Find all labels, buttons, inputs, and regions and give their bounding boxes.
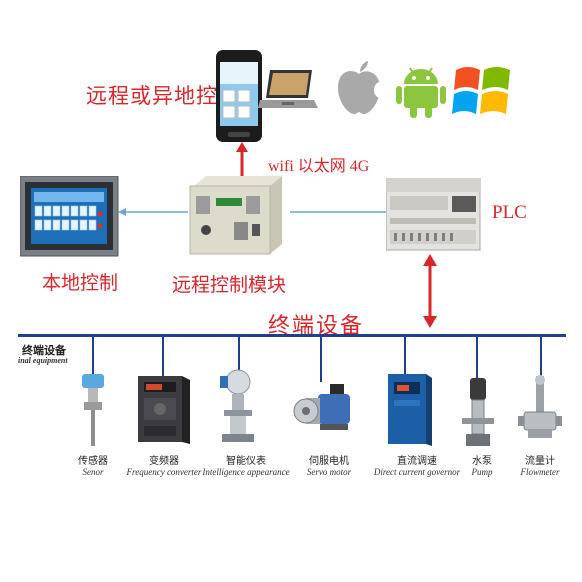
device-name-en: Frequency converter	[126, 467, 202, 477]
device-name-cn: 传感器	[78, 456, 108, 467]
device-name-en: Intelligence appearance	[202, 467, 290, 477]
local-control-label: 本地控制	[42, 272, 119, 294]
device-name-en: Senor	[82, 467, 104, 477]
frequency-converter-icon	[138, 376, 190, 444]
drop-line	[238, 336, 240, 376]
remote-module-icon	[189, 176, 282, 255]
device-name-cn: 水泵	[472, 456, 492, 467]
apple-logo-icon	[338, 61, 382, 114]
device-label-frequency-converter: 变频器 Frequency converter	[114, 456, 214, 478]
device-name-cn: 直流调速	[397, 456, 437, 467]
device-name-cn: 流量计	[525, 456, 555, 467]
smart-instrument-icon	[220, 369, 254, 442]
device-name-en: Direct current governor	[373, 467, 461, 477]
drop-line	[404, 336, 406, 374]
sensor-icon	[82, 374, 104, 446]
drop-line	[320, 336, 322, 382]
remote-module-label: 远程控制模块	[172, 274, 287, 296]
plc-icon	[386, 178, 481, 251]
device-name-en: Servo motor	[306, 467, 352, 477]
device-name-cn: 变频器	[149, 456, 179, 467]
pump-icon	[462, 378, 494, 446]
device-label-intelligence-appearance: 智能仪表 Intelligence appearance	[196, 456, 296, 478]
windows-logo-icon	[452, 67, 510, 114]
device-name-cn: 智能仪表	[226, 456, 266, 467]
flowmeter-icon	[518, 375, 562, 438]
plc-label: PLC	[492, 202, 527, 223]
plc-bus-arrow	[423, 254, 437, 328]
bus-label-cn: 终端设备	[22, 344, 66, 357]
field-bus-line	[18, 334, 566, 337]
device-label-pump: 水泵 Pump	[460, 456, 504, 478]
android-logo-icon	[396, 67, 446, 118]
device-label-servo-motor: 伺服电机 Servo motor	[292, 456, 366, 478]
smartphone-icon	[216, 50, 262, 142]
device-name-cn: 伺服电机	[309, 456, 349, 467]
network-types-label: wifi 以太网 4G	[268, 158, 370, 175]
device-name-en: Flowmeter	[520, 467, 560, 477]
drop-line	[162, 336, 164, 376]
servo-motor-icon	[293, 384, 350, 430]
laptop-icon	[258, 70, 318, 108]
hmi-panel-icon	[20, 176, 119, 257]
device-label-dc-governor: 直流调速 Direct current governor	[362, 456, 472, 478]
device-name-en: Pump	[471, 467, 493, 477]
remote-control-label: 远程或异地控制	[86, 84, 240, 108]
drop-line	[476, 336, 478, 378]
bus-label-en: inal equipment	[18, 356, 68, 365]
drop-line	[540, 336, 542, 376]
drop-line	[92, 336, 94, 376]
device-label-flowmeter: 流量计 Flowmeter	[508, 456, 572, 478]
device-label-sensor: 传感器 Senor	[56, 456, 130, 478]
dc-governor-icon	[388, 374, 432, 446]
